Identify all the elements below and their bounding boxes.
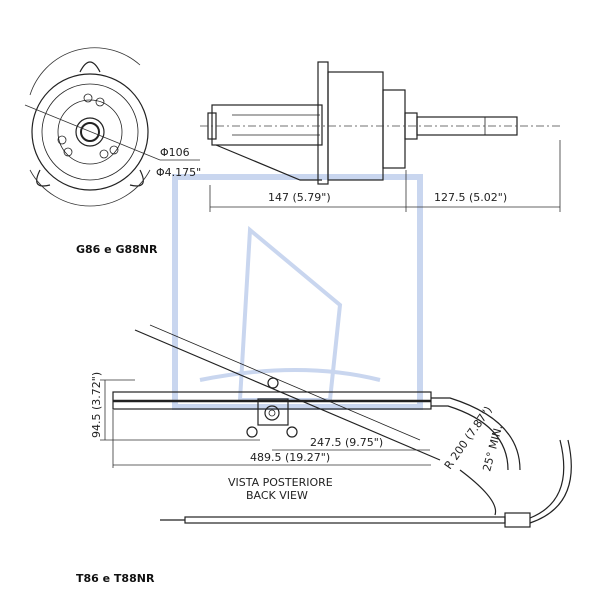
watermark-logo [172,174,423,410]
model-label-t86: T86 e T88NR [76,572,155,585]
helm-front-view: Φ106 Φ4.175" [24,47,201,207]
angle-dim-label: 25° MIN. [480,424,505,473]
body-length-label: 147 (5.79") [268,191,331,204]
model-label-g86: G86 e G88NR [76,243,158,256]
helm-side-view: 147 (5.79") 127.5 (5.02") [200,61,561,212]
diameter-mm-label: Φ106 [160,146,190,159]
view-label-english: BACK VIEW [246,489,308,502]
shaft-length-label: 127.5 (5.02") [434,191,507,204]
diameter-in-label: Φ4.175" [156,166,201,179]
total-length-dim-label: 489.5 (19.27") [250,451,330,464]
view-label-italian: VISTA POSTERIORE [228,476,333,489]
height-dim-label: 94.5 (3.72") [90,372,103,438]
half-length-dim-label: 247.5 (9.75") [310,436,383,449]
steering-cable [160,439,572,528]
back-view: 94.5 (3.72") 247.5 (9.75") 489.5 (19.27"… [90,324,521,516]
